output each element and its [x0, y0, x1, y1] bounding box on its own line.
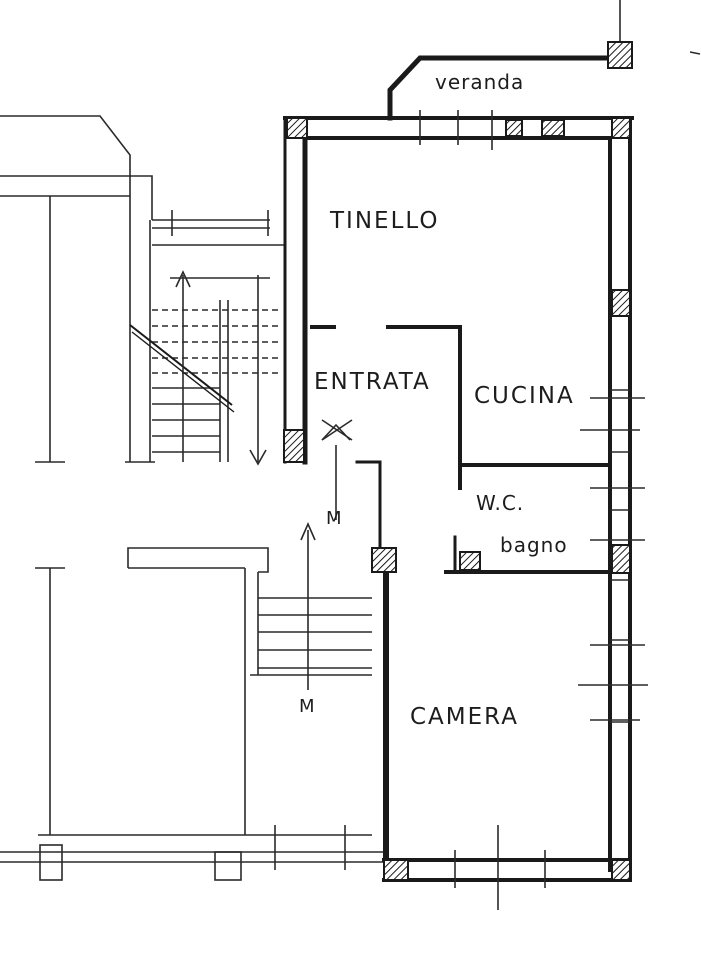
- pillars: [283, 41, 633, 881]
- room-label-camera: CAMERA: [410, 704, 519, 730]
- bottom-left-building: [0, 567, 384, 881]
- room-label-wc: W.C.: [476, 491, 524, 515]
- internal-walls: [310, 325, 612, 574]
- room-label-bagno: bagno: [500, 533, 568, 557]
- left-building: [0, 115, 270, 463]
- stair-mark-upper: M: [326, 508, 342, 529]
- room-label-cucina: CUCINA: [474, 383, 575, 409]
- lower-staircase: M M: [127, 419, 372, 835]
- room-label-veranda: veranda: [435, 70, 524, 94]
- unit-outer-walls: [283, 110, 648, 910]
- stair-mark-lower: M: [299, 696, 315, 717]
- room-label-entrata: ENTRATA: [314, 369, 431, 395]
- veranda: veranda: [387, 0, 701, 121]
- room-label-tinello: TINELLO: [329, 208, 439, 234]
- room-labels: TINELLO ENTRATA CUCINA W.C. bagno CAMERA: [314, 208, 575, 730]
- upper-staircase: [129, 244, 286, 466]
